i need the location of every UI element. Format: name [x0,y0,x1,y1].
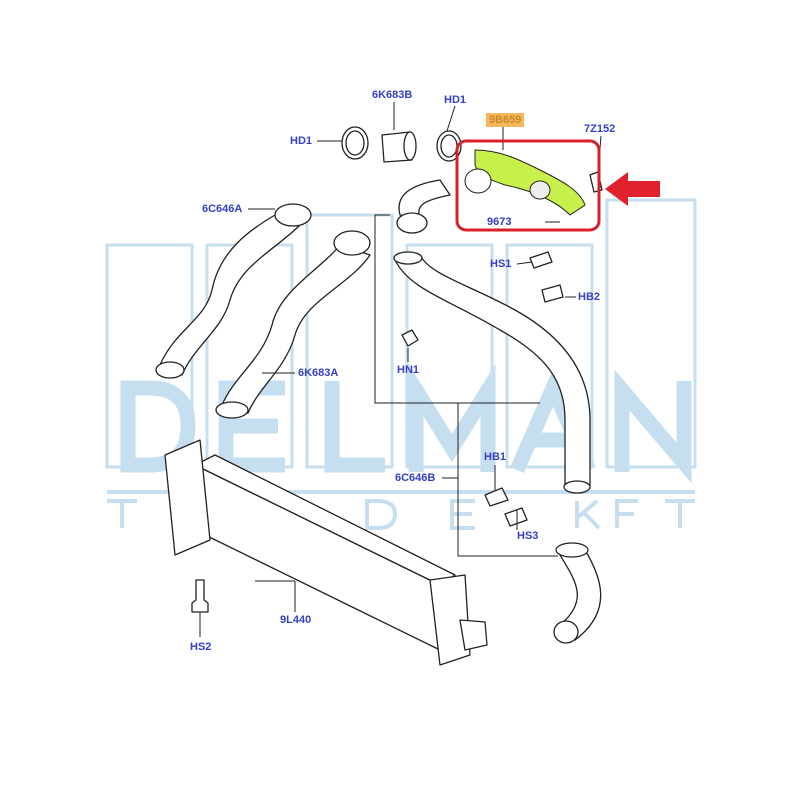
label-hs1: HS1 [490,258,512,270]
label-7z152: 7Z152 [584,123,616,135]
watermark-letter-m [408,363,496,472]
watermark-sub-d [365,499,398,530]
watermark-sub-f [615,499,638,528]
bolt-hb2 [541,284,564,303]
label-9673: 9673 [487,216,512,228]
watermark-sub-t2 [665,499,695,528]
label-6k683a: 6K683A [298,367,339,379]
label-hb1: HB1 [484,451,507,463]
label-6c646a: 6C646A [202,203,243,215]
bolt-hs2 [191,579,209,613]
watermark-letter-n [614,369,692,484]
label-hn1: HN1 [397,364,420,376]
bolt-hs1 [529,251,553,269]
label-hs3: HS3 [517,530,539,542]
label-6k683b: 6K683B [372,89,413,101]
watermark-sub-t [107,499,137,528]
watermark-sub-e [450,499,475,530]
bolt-hs3 [504,507,528,527]
label-hd1: HD1 [290,135,313,147]
label-6c646b: 6C646B [395,472,436,484]
watermark-sub-k [575,499,601,530]
watermark-letter-l [324,381,385,473]
nut-hn1 [401,329,419,347]
part-9b659-highlight [455,139,601,232]
label-hb2: HB2 [578,291,601,303]
label-hd1: HD1 [444,94,467,106]
hose-6k683a [221,244,371,414]
label-9b659: 9B659 [486,113,525,127]
watermark-letter-d [120,380,196,473]
arrow-icon [605,172,660,206]
label-9l440: 9L440 [280,614,312,626]
bolt-hb1 [484,487,509,507]
label-hs2: HS2 [190,641,212,653]
